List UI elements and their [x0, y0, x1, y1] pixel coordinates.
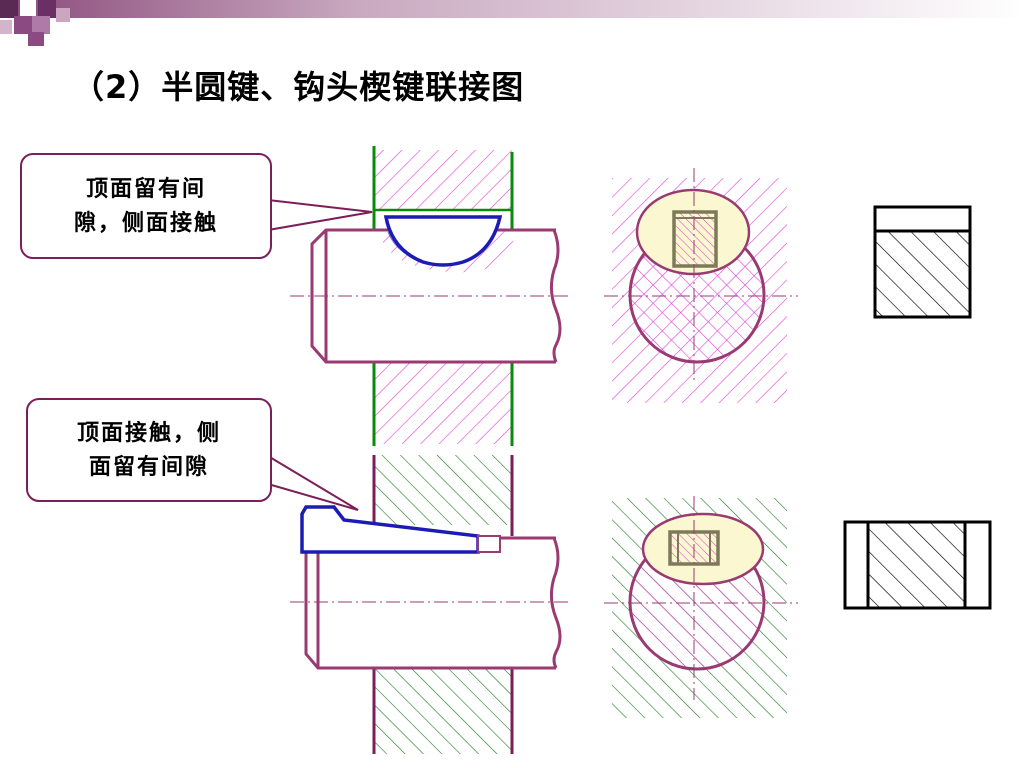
shaft-lower [304, 536, 562, 670]
gib-head-key-front-view [290, 455, 572, 754]
woodruff-callout: 顶面留有间 隙，侧面接触 [20, 153, 272, 259]
woodruff-callout-line2: 隙，侧面接触 [73, 210, 218, 236]
woodruff-key-section-view [604, 168, 798, 403]
page-title: （2）半圆键、钩头楔键联接图 [72, 68, 525, 106]
gib-head-key-side-view [843, 520, 992, 610]
woodruff-key [383, 215, 503, 267]
woodruff-key-front-view [290, 146, 572, 446]
woodruff-callout-pointer [267, 198, 373, 232]
gib-head-callout-line1: 顶面接触，侧 [76, 420, 221, 446]
gib-callout-pointer [267, 454, 359, 511]
gib-head-key-section-view [604, 496, 798, 718]
gib-head-key [300, 505, 480, 554]
squares-pattern-icon [0, 0, 1024, 46]
woodruff-callout-line1: 顶面留有间 [85, 176, 206, 202]
gib-head-callout: 顶面接触，侧 面留有间隙 [26, 398, 272, 502]
woodruff-key-side-view [873, 205, 972, 319]
gib-head-callout-line2: 面留有间隙 [88, 454, 209, 480]
